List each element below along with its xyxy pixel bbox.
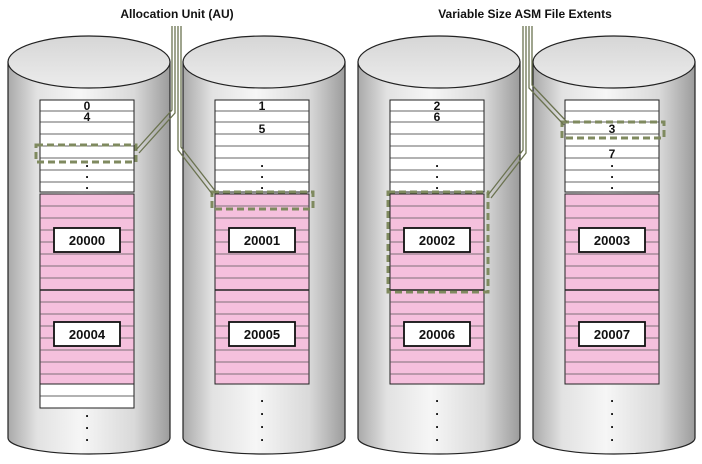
extent-label-boxes [53,227,646,347]
highlight-boxes [34,120,666,294]
dot: . [610,155,614,170]
ellipsis-dots: . . . . . . . . . . . . . . . . . . . . … [85,155,614,444]
au-number-disk-0-a: 0 [84,99,91,113]
au-number-disk-1-a: 1 [259,99,266,113]
highlight-au-disk-0 [34,143,138,164]
dot: . [260,390,264,405]
label-allocation-unit: Allocation Unit (AU) [120,7,233,21]
au-number-disk-2-a: 2 [434,99,441,113]
dot: . [435,429,439,444]
disk-1-au-column [214,99,310,385]
dot: . [85,405,89,420]
au-number-disk-0-b: 4 [84,110,91,124]
dot: . [610,166,614,181]
extent-label-20000: 20000 [69,233,105,248]
dot: . [435,390,439,405]
dot: . [435,177,439,192]
au-number-disk-3-b: 7 [609,147,616,161]
dot: . [85,429,89,444]
highlight-extent-disk-2 [386,190,490,294]
dot: . [260,429,264,444]
extent-label-20001: 20001 [244,233,280,248]
label-variable-size-extents: Variable Size ASM File Extents [438,7,612,21]
au-number-disk-3-a: 3 [609,122,616,136]
extent-label-20002: 20002 [419,233,455,248]
dot: . [435,155,439,170]
dot: . [85,417,89,432]
dot: . [260,166,264,181]
dot: . [260,155,264,170]
disk-2-au-column [389,99,485,385]
dot: . [610,416,614,431]
dot: . [85,166,89,181]
dot: . [610,390,614,405]
dot: . [610,403,614,418]
extent-label-20006: 20006 [419,327,455,342]
extent-label-20005: 20005 [244,327,280,342]
extent-label-20004: 20004 [69,327,106,342]
dot: . [260,416,264,431]
dot: . [85,177,89,192]
dot: . [260,403,264,418]
highlight-au-disk-1 [210,190,315,211]
extent-label-20007: 20007 [594,327,630,342]
dot: . [435,403,439,418]
au-number-disk-1-b: 5 [259,122,266,136]
au-number-disk-2-b: 6 [434,110,441,124]
dot: . [260,177,264,192]
leader-lines [135,26,568,199]
dot: . [435,166,439,181]
dot: . [435,416,439,431]
dot: . [610,177,614,192]
highlight-au-disk-3 [560,120,666,140]
dot: . [610,429,614,444]
extent-label-20003: 20003 [594,233,630,248]
